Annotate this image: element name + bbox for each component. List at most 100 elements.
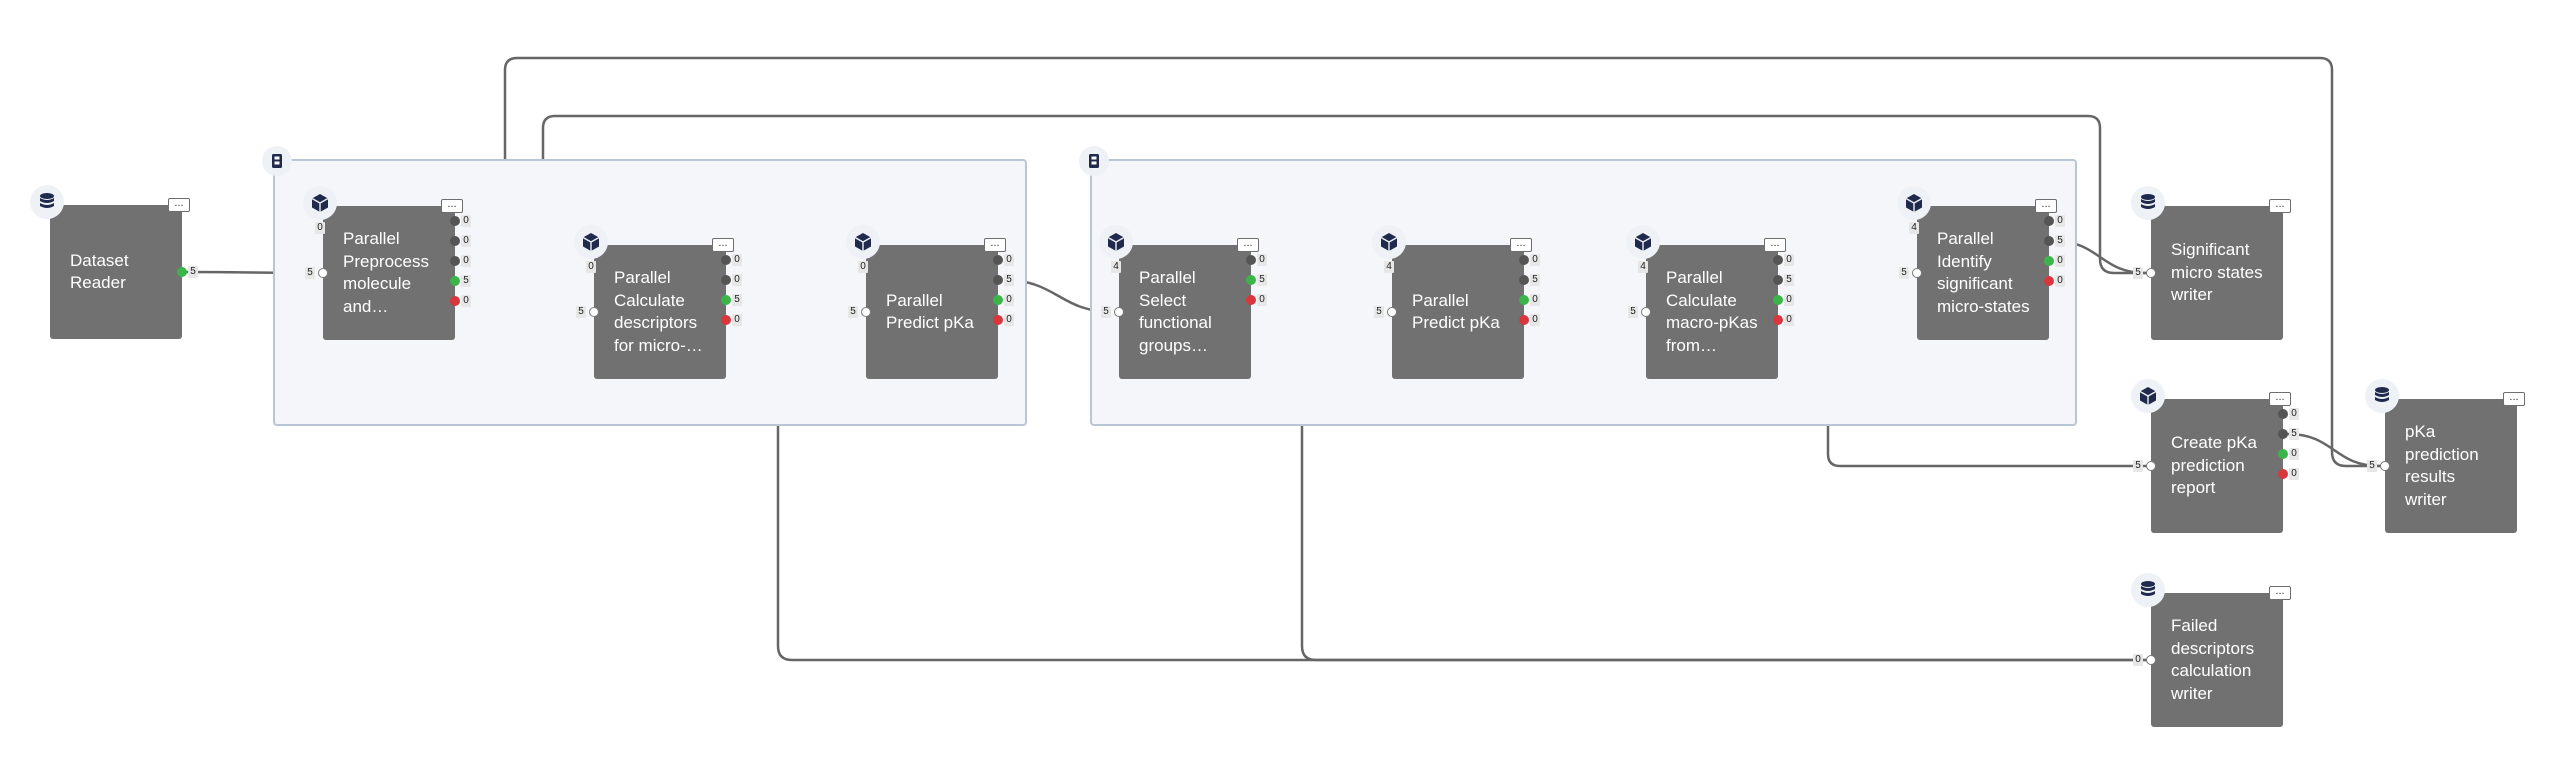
output-count-badge: 0 [732, 254, 742, 266]
node-corner-count: 0 [315, 222, 325, 234]
node-menu-button[interactable]: ... [168, 198, 190, 212]
node-menu-button[interactable]: ... [2269, 199, 2291, 213]
output-count-badge: 0 [461, 255, 471, 267]
input-port[interactable] [2380, 461, 2390, 471]
output-port-success[interactable] [2278, 449, 2288, 459]
output-port-failure[interactable] [993, 315, 1003, 325]
output-port-failure[interactable] [2044, 276, 2054, 286]
output-port[interactable] [2044, 216, 2054, 226]
output-count-badge: 0 [1784, 254, 1794, 266]
node-title-line: prediction [2405, 444, 2479, 464]
output-port-failure[interactable] [1246, 295, 1256, 305]
input-port[interactable] [861, 307, 871, 317]
output-port[interactable] [1519, 255, 1529, 265]
output-port[interactable] [721, 275, 731, 285]
node-menu-button[interactable]: ... [1237, 238, 1259, 252]
output-port-success[interactable] [2044, 256, 2054, 266]
node-title-line: Failed [2171, 616, 2218, 635]
node-title-line: Identify [1937, 251, 1992, 271]
output-port-success[interactable] [1246, 275, 1256, 285]
output-count-badge: 0 [461, 215, 471, 227]
output-port-success[interactable] [721, 295, 731, 305]
output-port-success[interactable] [177, 267, 187, 277]
node-title-line: calculation [2171, 661, 2252, 680]
node-title-line: writer [2171, 683, 2213, 703]
node-menu-button[interactable]: ... [2503, 392, 2525, 406]
output-count-badge: 0 [1530, 294, 1540, 306]
output-port[interactable] [1773, 255, 1783, 265]
cube-icon [846, 225, 880, 259]
input-port[interactable] [1641, 307, 1651, 317]
node-title-line: micro-states [1937, 296, 2030, 316]
output-port-success[interactable] [1773, 295, 1783, 305]
output-port-failure[interactable] [1773, 315, 1783, 325]
node-title-line: Significant [2171, 240, 2250, 260]
output-port[interactable] [993, 275, 1003, 285]
input-port[interactable] [318, 268, 328, 278]
input-count-badge: 5 [2133, 460, 2143, 472]
output-port[interactable] [993, 255, 1003, 265]
node-title-line: pKa [2405, 422, 2436, 441]
output-port[interactable] [1246, 255, 1256, 265]
output-count-badge: 0 [1257, 254, 1267, 266]
output-port[interactable] [450, 236, 460, 246]
node-title-line: Dataset [70, 250, 129, 270]
output-count-badge: 0 [732, 274, 742, 286]
output-count-badge: 5 [1530, 274, 1540, 286]
output-count-badge: 0 [1004, 314, 1014, 326]
output-port[interactable] [450, 216, 460, 226]
input-count-badge: 5 [1899, 267, 1909, 279]
node-menu-button[interactable]: ... [441, 199, 463, 213]
output-port[interactable] [2278, 429, 2288, 439]
node-menu-button[interactable]: ... [712, 238, 734, 252]
output-port[interactable] [721, 255, 731, 265]
node-menu-button[interactable]: ... [2269, 392, 2291, 406]
output-port-success[interactable] [993, 295, 1003, 305]
output-count-badge: 5 [461, 275, 471, 287]
input-port[interactable] [2146, 461, 2156, 471]
output-count-badge: 5 [188, 266, 198, 278]
output-count-badge: 0 [461, 235, 471, 247]
output-port[interactable] [450, 256, 460, 266]
node-menu-button[interactable]: ... [984, 238, 1006, 252]
output-port-failure[interactable] [721, 315, 731, 325]
output-port[interactable] [2044, 236, 2054, 246]
output-port[interactable] [1519, 275, 1529, 285]
node-title-line: Create pKa [2171, 433, 2257, 453]
node-title-line: Parallel [343, 229, 400, 248]
node-title-line: results [2405, 467, 2456, 486]
output-port-failure[interactable] [1519, 315, 1529, 325]
node-menu-button[interactable]: ... [1764, 238, 1786, 252]
node-menu-button[interactable]: ... [1510, 238, 1532, 252]
output-port-failure[interactable] [2278, 469, 2288, 479]
input-port[interactable] [1387, 307, 1397, 317]
input-port[interactable] [2146, 655, 2156, 665]
output-port-failure[interactable] [450, 296, 460, 306]
node-menu-button[interactable]: ... [2035, 199, 2057, 213]
output-port-success[interactable] [1519, 295, 1529, 305]
node-menu-button[interactable]: ... [2269, 586, 2291, 600]
output-port-success[interactable] [450, 276, 460, 286]
input-port[interactable] [1114, 307, 1124, 317]
input-port[interactable] [589, 307, 599, 317]
node-title-line: molecule [343, 274, 412, 293]
input-port[interactable] [1912, 268, 1922, 278]
output-count-badge: 0 [2055, 275, 2065, 287]
input-port[interactable] [2146, 268, 2156, 278]
node-title-line: Calculate [614, 290, 685, 310]
output-port[interactable] [1773, 275, 1783, 285]
output-port[interactable] [2278, 409, 2288, 419]
cube-icon [1372, 225, 1406, 259]
